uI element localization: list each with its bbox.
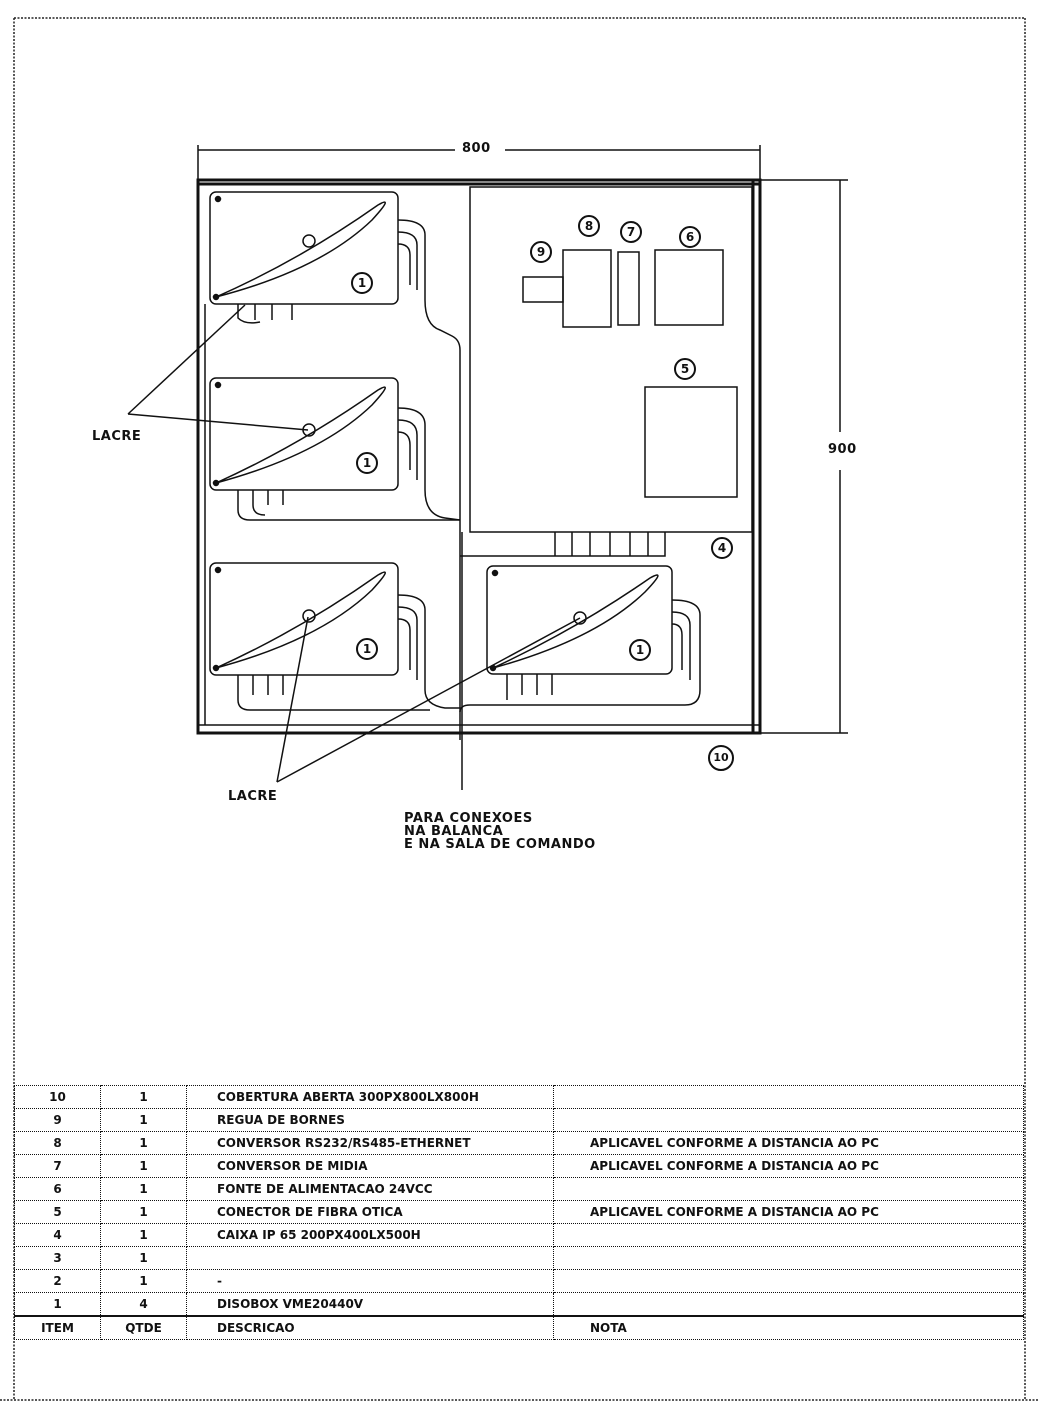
callout-1-mid: 1 [356, 452, 378, 474]
bom-descricao-cell: FONTE DE ALIMENTACAO 24VCC [186, 1177, 554, 1201]
table-header-row: ITEM QTDE DESCRICAO NOTA [14, 1315, 1024, 1340]
bom-item-cell: 3 [14, 1246, 101, 1270]
table-row: 8 1 CONVERSOR RS232/RS485-ETHERNET APLIC… [14, 1131, 1024, 1155]
header-qtde: QTDE [100, 1315, 187, 1340]
bom-nota-cell [553, 1292, 1024, 1317]
dimension-height-label: 900 [828, 442, 857, 457]
bom-qtde-cell: 1 [100, 1131, 187, 1155]
bom-item-cell: 7 [14, 1154, 101, 1178]
table-row: 7 1 CONVERSOR DE MIDIA APLICAVEL CONFORM… [14, 1154, 1024, 1178]
bom-qtde-cell: 1 [100, 1246, 187, 1270]
bom-descricao-cell: REGUA DE BORNES [186, 1108, 554, 1132]
table-row: 10 1 COBERTURA ABERTA 300PX800LX800H [14, 1085, 1024, 1109]
connections-note-line-3: E NA SALA DE COMANDO [404, 837, 596, 852]
bom-descricao-cell: COBERTURA ABERTA 300PX800LX800H [186, 1085, 554, 1109]
bom-item-cell: 4 [14, 1223, 101, 1247]
seal-label-top: LACRE [92, 429, 142, 444]
bom-item-cell: 2 [14, 1269, 101, 1293]
connections-note-line-1: PARA CONEXOES [404, 811, 533, 826]
callout-6: 6 [679, 226, 701, 248]
bom-qtde-cell: 1 [100, 1269, 187, 1293]
bom-nota-cell [553, 1269, 1024, 1293]
bom-nota-cell: APLICAVEL CONFORME A DISTANCIA AO PC [553, 1200, 1024, 1224]
header-descricao: DESCRICAO [186, 1315, 554, 1340]
bom-item-cell: 9 [14, 1108, 101, 1132]
bom-descricao-cell: CAIXA IP 65 200PX400LX500H [186, 1223, 554, 1247]
bom-nota-cell [553, 1246, 1024, 1270]
bom-item-cell: 1 [14, 1292, 101, 1317]
header-item: ITEM [14, 1315, 101, 1340]
callout-9: 9 [530, 241, 552, 263]
callout-10: 10 [708, 745, 734, 771]
bom-qtde-cell: 4 [100, 1292, 187, 1317]
height-dimension [760, 179, 848, 734]
table-row: 3 1 [14, 1246, 1024, 1270]
bom-nota-cell: APLICAVEL CONFORME A DISTANCIA AO PC [553, 1131, 1024, 1155]
bom-descricao-cell: CONVERSOR DE MIDIA [186, 1154, 554, 1178]
bom-qtde-cell: 1 [100, 1223, 187, 1247]
bom-item-cell: 5 [14, 1200, 101, 1224]
table-row: 9 1 REGUA DE BORNES [14, 1108, 1024, 1132]
bom-qtde-cell: 1 [100, 1154, 187, 1178]
bom-qtde-cell: 1 [100, 1200, 187, 1224]
table-row: 4 1 CAIXA IP 65 200PX400LX500H [14, 1223, 1024, 1247]
bill-of-materials-table: 10 1 COBERTURA ABERTA 300PX800LX800H 9 1… [14, 1085, 1024, 1340]
box-components [522, 249, 738, 498]
module-mid-left [209, 377, 399, 491]
bom-nota-cell [553, 1177, 1024, 1201]
bom-descricao-cell: CONVERSOR RS232/RS485-ETHERNET [186, 1131, 554, 1155]
power-supply-6 [654, 249, 724, 326]
table-row: 1 4 DISOBOX VME20440V [14, 1292, 1024, 1317]
bom-nota-cell [553, 1085, 1024, 1109]
enclosure [196, 178, 762, 735]
table-row: 5 1 CONECTOR DE FIBRA OTICA APLICAVEL CO… [14, 1200, 1024, 1224]
header-nota: NOTA [553, 1315, 1024, 1340]
callout-4: 4 [711, 537, 733, 559]
bom-nota-cell [553, 1223, 1024, 1247]
module-top-left [209, 191, 399, 305]
bom-descricao-cell: - [186, 1269, 554, 1293]
bom-descricao-cell: CONECTOR DE FIBRA OTICA [186, 1200, 554, 1224]
bom-qtde-cell: 1 [100, 1085, 187, 1109]
bom-descricao-cell [186, 1246, 554, 1270]
bom-nota-cell: APLICAVEL CONFORME A DISTANCIA AO PC [553, 1154, 1024, 1178]
wiring [198, 219, 760, 790]
bom-qtde-cell: 1 [100, 1177, 187, 1201]
callout-5: 5 [674, 358, 696, 380]
serial-converter-8 [562, 249, 612, 328]
callout-1-top: 1 [351, 272, 373, 294]
connections-note-line-2: NA BALANCA [404, 824, 504, 839]
bom-item-cell: 6 [14, 1177, 101, 1201]
bom-item-cell: 8 [14, 1131, 101, 1155]
seal-leaders [127, 304, 581, 783]
bom-item-cell: 10 [14, 1085, 101, 1109]
module-bottom-right [486, 565, 673, 675]
bom-nota-cell [553, 1108, 1024, 1132]
fiber-connector-7 [617, 251, 640, 326]
terminal-block-9 [522, 276, 564, 303]
table-row: 6 1 FONTE DE ALIMENTACAO 24VCC [14, 1177, 1024, 1201]
dimension-width-label: 800 [462, 141, 491, 156]
width-dimension [197, 145, 761, 180]
callout-8: 8 [578, 215, 600, 237]
callout-1-bottom-right: 1 [629, 639, 651, 661]
media-converter-5 [644, 386, 738, 498]
ip65-box [469, 186, 753, 533]
table-row: 2 1 - [14, 1269, 1024, 1293]
bom-descricao-cell: DISOBOX VME20440V [186, 1292, 554, 1317]
callout-1-bottom-left: 1 [356, 638, 378, 660]
seal-label-bottom: LACRE [228, 789, 278, 804]
bom-qtde-cell: 1 [100, 1108, 187, 1132]
callout-7: 7 [620, 221, 642, 243]
